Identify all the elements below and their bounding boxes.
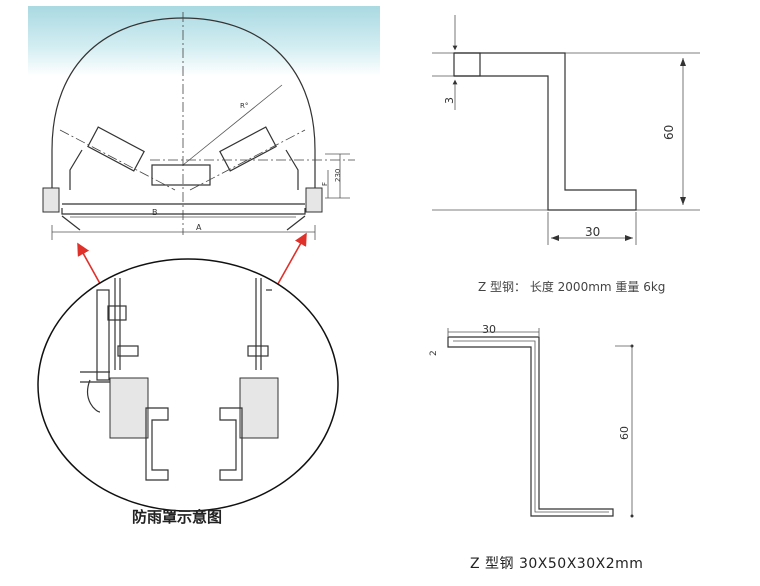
- z-profile-top: [432, 15, 700, 245]
- label-dim-230: 230: [334, 169, 342, 182]
- dim-60-label-bottom: 60: [618, 426, 631, 440]
- sky-background: [28, 6, 380, 76]
- detail-ellipse: [37, 258, 339, 512]
- dim-3-label: 3: [443, 97, 456, 104]
- label-radius: R°: [240, 102, 248, 110]
- dim-60-label-top: 60: [662, 125, 676, 140]
- rain-cover-caption: 防雨罩示意图: [132, 508, 223, 526]
- z-steel-spec-top: Z 型钢： 长度 2000mm 重量 6kg: [478, 280, 666, 294]
- dim-30-label-top: 30: [585, 225, 600, 239]
- label-dim-f: F: [321, 182, 329, 186]
- z-profile-bottom: [447, 328, 634, 518]
- z-steel-spec-bottom: Z 型钢 30X50X30X2mm: [470, 556, 644, 572]
- rain-cover-cross-section: [42, 12, 355, 240]
- label-width-a: A: [196, 223, 202, 232]
- dim-2-label: 2: [429, 350, 439, 356]
- dim-30-label-bottom: 30: [482, 323, 496, 336]
- label-width-b: B: [152, 208, 158, 217]
